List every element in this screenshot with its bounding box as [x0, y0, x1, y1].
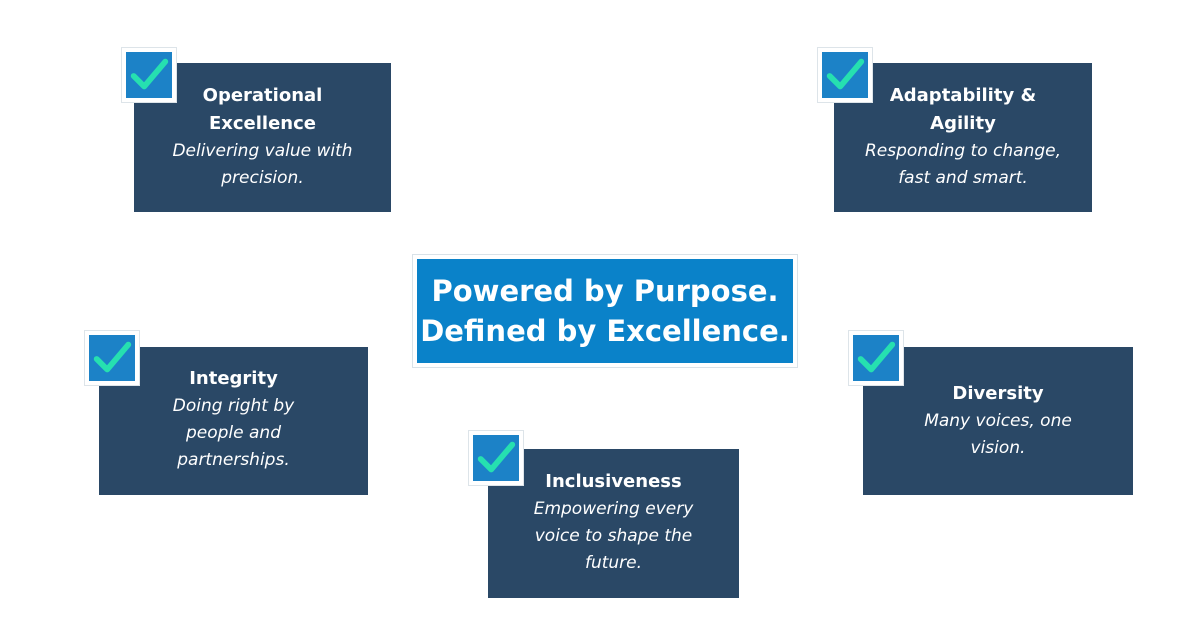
- value-description: Doing right by people and partnerships.: [173, 393, 294, 474]
- value-title: Integrity: [189, 367, 278, 389]
- checkmark-icon: [121, 47, 177, 103]
- central-banner: Powered by Purpose. Defined by Excellenc…: [412, 254, 798, 368]
- value-title: Inclusiveness: [545, 471, 682, 492]
- central-banner-panel: Powered by Purpose. Defined by Excellenc…: [417, 259, 793, 363]
- value-title: Adaptability & Agility: [890, 82, 1036, 138]
- checkmark-icon: [468, 430, 524, 486]
- value-description-line: Responding to change,: [864, 140, 1061, 161]
- value-box-adaptability-agility: Adaptability & Agility Responding to cha…: [834, 63, 1092, 212]
- value-description-line: Delivering value with: [172, 140, 353, 161]
- value-description-line: Many voices, one: [924, 411, 1072, 431]
- value-description-line: future.: [584, 553, 643, 573]
- tagline-line-1: Powered by Purpose.: [431, 274, 779, 308]
- value-box-inclusiveness: Inclusiveness Empowering every voice to …: [488, 449, 739, 598]
- value-description: Empowering every voice to shape the futu…: [534, 496, 694, 577]
- value-title-line: Operational: [202, 84, 323, 106]
- value-description: Responding to change, fast and smart.: [865, 138, 1061, 192]
- value-description: Many voices, one vision.: [924, 408, 1072, 462]
- tagline-line-2: Defined by Excellence.: [420, 314, 790, 348]
- value-title-line: Excellence: [208, 112, 316, 134]
- value-box-diversity: Diversity Many voices, one vision.: [863, 347, 1133, 495]
- value-title: Operational Excellence: [203, 82, 323, 138]
- checkmark-icon: [817, 47, 873, 103]
- value-title-line: Adaptability &: [889, 84, 1037, 106]
- checkmark-icon: [848, 330, 904, 386]
- value-title: Diversity: [952, 383, 1044, 404]
- checkmark-icon: [84, 330, 140, 386]
- value-description-line: precision.: [221, 167, 304, 188]
- value-description: Delivering value with precision.: [172, 138, 352, 192]
- value-description-line: voice to shape the: [534, 526, 693, 546]
- value-description-line: Empowering every: [533, 499, 694, 519]
- value-description-line: partnerships.: [177, 449, 290, 470]
- value-description-line: people and: [185, 422, 281, 443]
- value-description-line: Doing right by: [172, 395, 295, 416]
- value-description-line: fast and smart.: [898, 167, 1028, 188]
- value-box-integrity: Integrity Doing right by people and part…: [99, 347, 368, 495]
- value-title-line: Agility: [930, 112, 996, 134]
- value-description-line: vision.: [970, 438, 1026, 458]
